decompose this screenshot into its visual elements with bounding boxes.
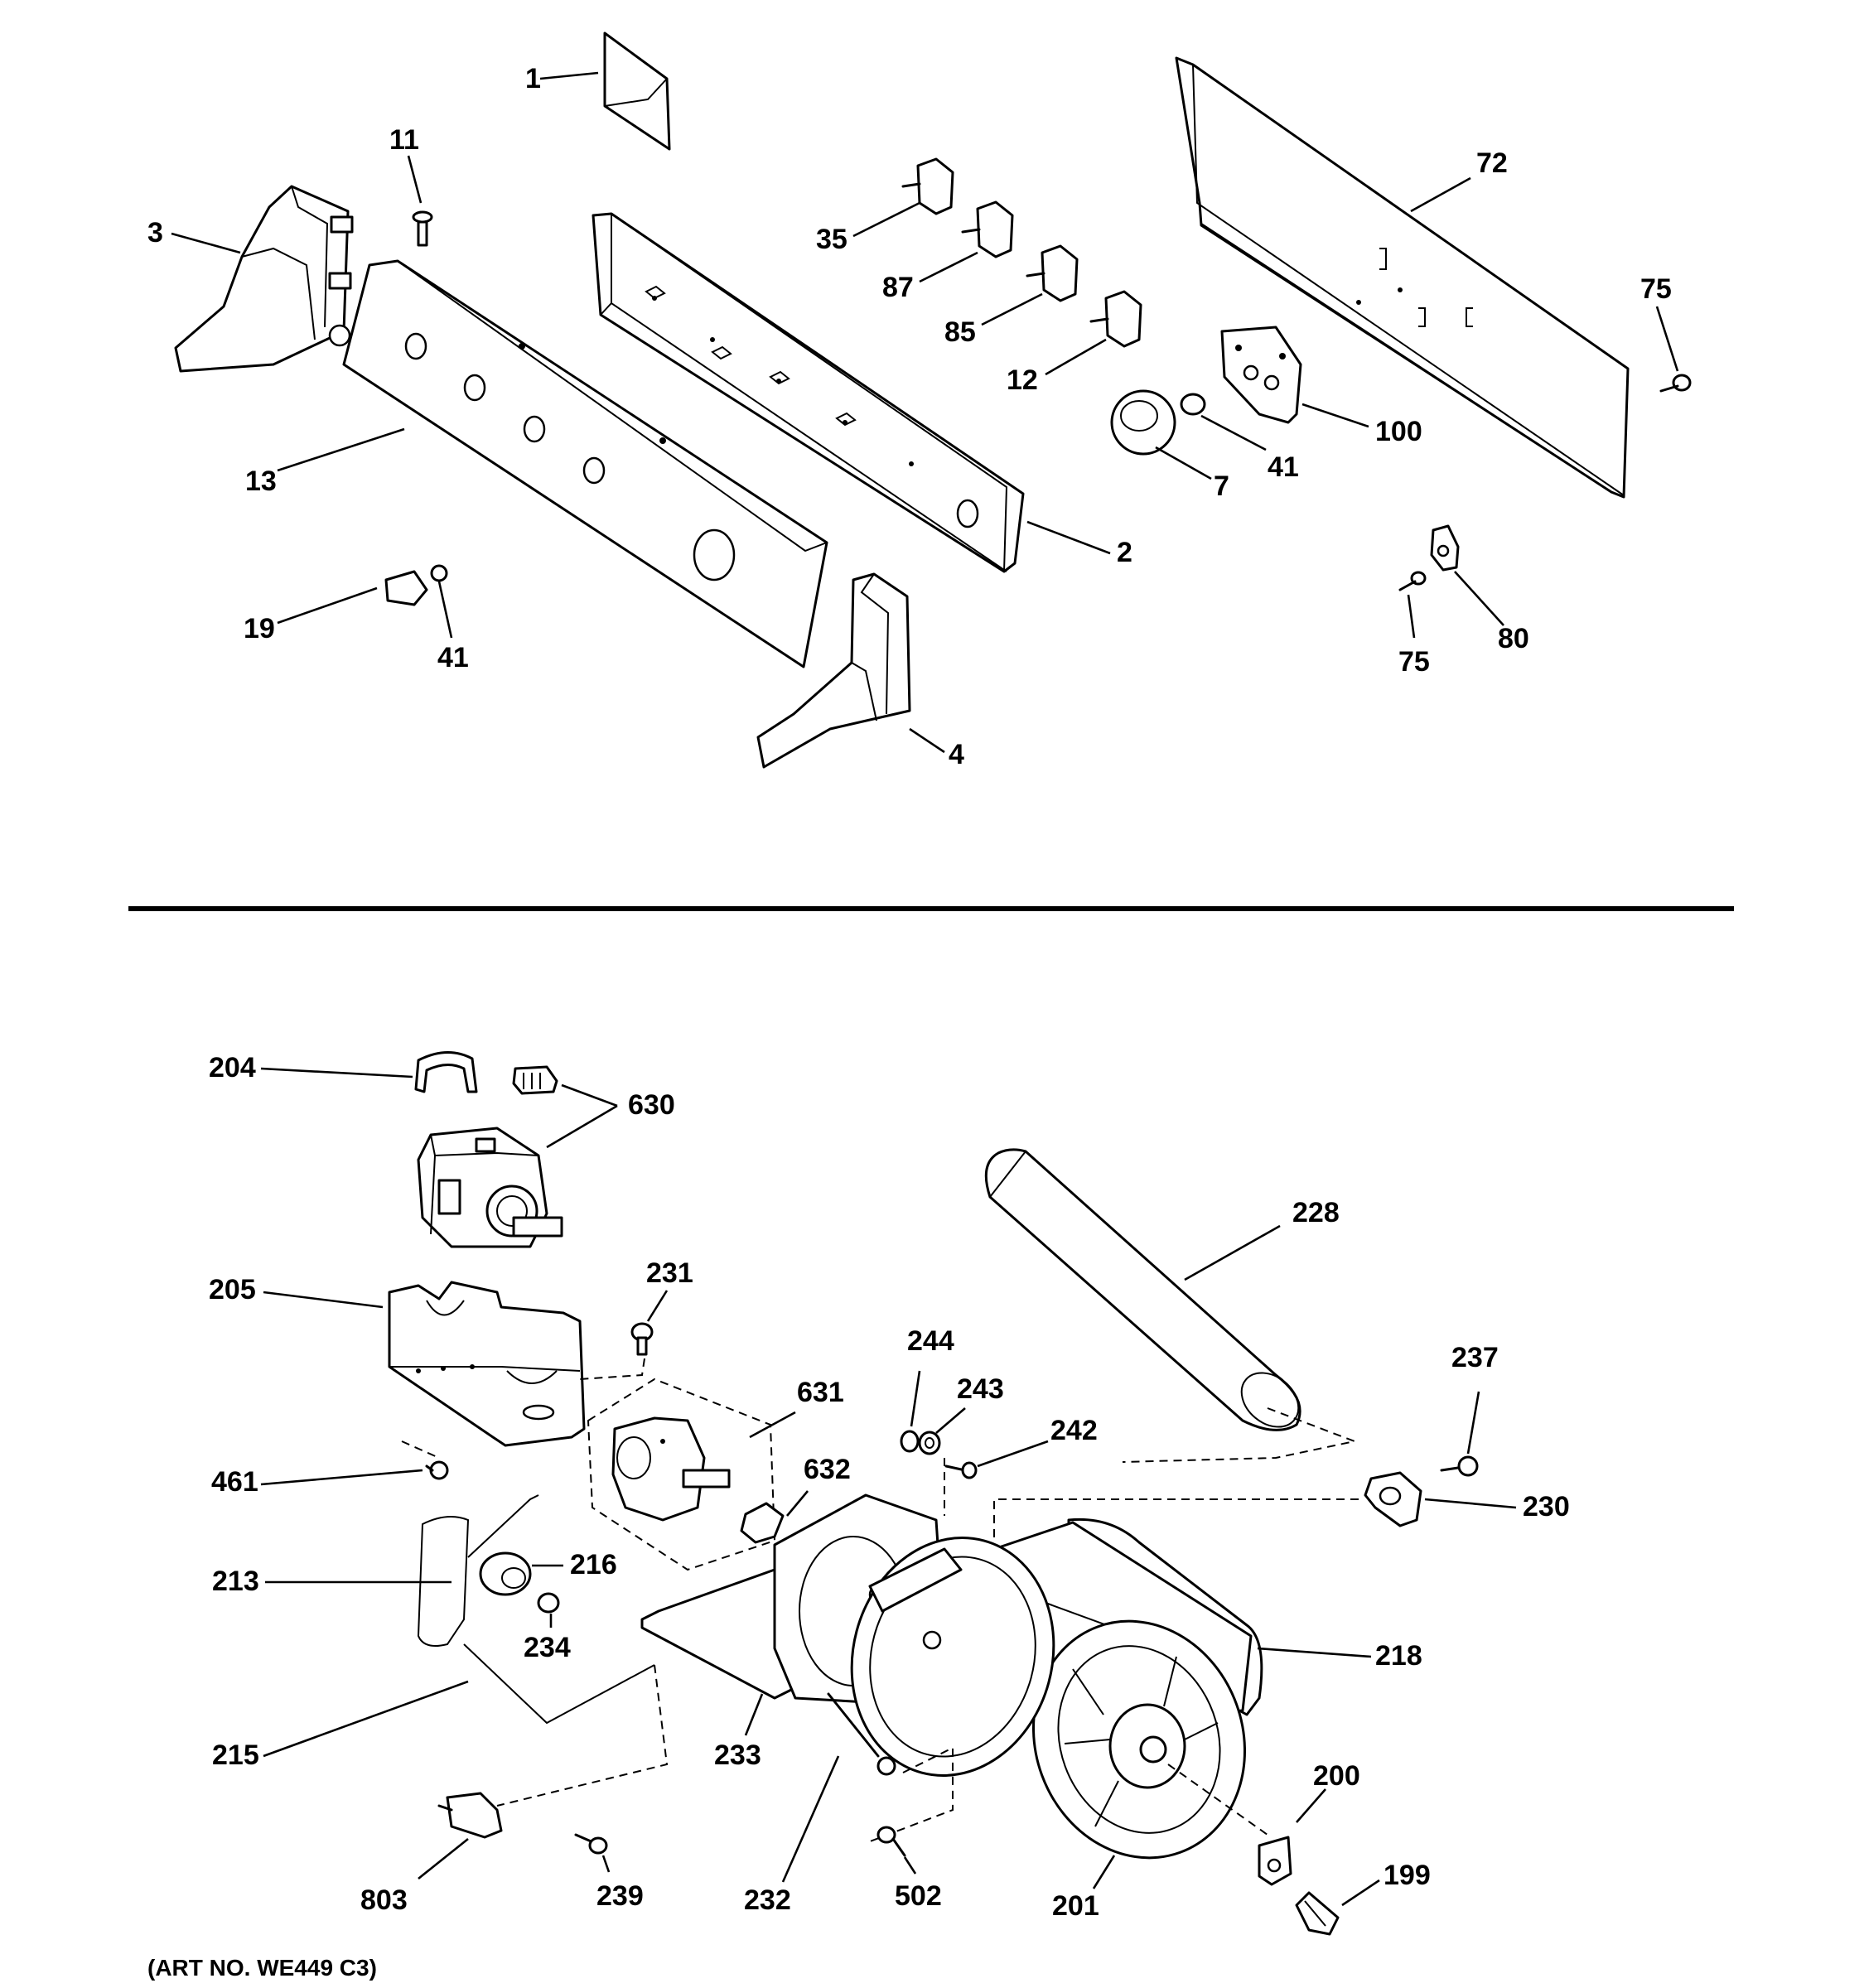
- part-234-pulley-nut: [537, 1592, 560, 1628]
- part-201-blower-wheel: [1031, 1619, 1268, 1889]
- label-80: 80: [1498, 623, 1529, 654]
- part-85-switch: [981, 244, 1079, 326]
- part-35-switch: [852, 157, 954, 238]
- part-13-control-panel: [277, 259, 828, 668]
- part-216-idler-pulley: [467, 1494, 563, 1596]
- label-502: 502: [895, 1880, 942, 1912]
- part-461-screw: [260, 1440, 449, 1486]
- label-41-left: 41: [437, 642, 469, 673]
- part-11-screw: [407, 155, 433, 247]
- label-3: 3: [147, 217, 163, 248]
- label-237: 237: [1451, 1342, 1499, 1373]
- part-228-duct: [984, 1148, 1358, 1463]
- bottom-section: 204 630 205 231 461 213 216 234 215 631 …: [147, 1050, 1570, 1981]
- label-461: 461: [211, 1466, 258, 1498]
- label-13: 13: [245, 466, 277, 497]
- art-number: (ART NO. WE449 C3): [147, 1955, 377, 1981]
- label-230: 230: [1523, 1491, 1570, 1522]
- part-632-sleeve: [740, 1490, 809, 1544]
- label-631: 631: [797, 1377, 844, 1408]
- label-19: 19: [244, 613, 275, 644]
- part-4-right-bracket: [756, 572, 945, 769]
- part-41-clip-left: [430, 564, 453, 639]
- part-204-strap: [260, 1050, 478, 1093]
- part-243-washer: [918, 1407, 966, 1455]
- label-87: 87: [882, 272, 914, 303]
- label-201: 201: [1052, 1890, 1099, 1922]
- label-216: 216: [570, 1549, 617, 1580]
- part-100-timer: [1220, 326, 1369, 428]
- part-803-switch: [418, 1792, 503, 1880]
- label-205: 205: [209, 1274, 256, 1305]
- label-72: 72: [1476, 147, 1508, 179]
- label-85: 85: [944, 316, 976, 348]
- section-divider: [128, 906, 1734, 911]
- part-242-screw: [944, 1440, 1049, 1516]
- part-80-clip: [1430, 524, 1504, 626]
- label-215: 215: [212, 1740, 259, 1771]
- label-233: 233: [714, 1740, 761, 1771]
- label-1: 1: [525, 63, 541, 94]
- part-232-rod: [781, 1692, 954, 1883]
- label-232: 232: [744, 1884, 791, 1916]
- label-4: 4: [949, 739, 964, 770]
- part-72-back-panel: [1175, 56, 1630, 499]
- label-200: 200: [1313, 1760, 1360, 1792]
- part-19-knob: [277, 570, 428, 625]
- top-section: 1 11 3 13 19 41 2 4 35 87 85 12 7 41 100…: [147, 31, 1692, 770]
- label-199: 199: [1384, 1860, 1431, 1891]
- part-239-screw: [574, 1833, 611, 1873]
- part-244-nut: [900, 1370, 921, 1453]
- label-11: 11: [389, 124, 419, 156]
- label-12: 12: [1007, 364, 1038, 396]
- part-213-belt: [265, 1516, 470, 1647]
- part-2-frame: [592, 212, 1111, 573]
- label-41-right: 41: [1268, 451, 1299, 483]
- label-75-upper: 75: [1640, 273, 1672, 305]
- part-7-knob: [1110, 389, 1212, 480]
- label-75-lower: 75: [1398, 646, 1430, 678]
- label-803: 803: [360, 1884, 408, 1916]
- label-630: 630: [628, 1089, 675, 1121]
- part-630-connector: [512, 1065, 618, 1149]
- label-239: 239: [596, 1880, 644, 1912]
- part-motor: [417, 1127, 563, 1248]
- part-215-spring: [263, 1643, 669, 1807]
- part-502-screw: [876, 1826, 917, 1875]
- label-243: 243: [957, 1373, 1004, 1405]
- label-228: 228: [1292, 1197, 1340, 1228]
- part-205-motor-bracket: [263, 1281, 586, 1447]
- label-231: 231: [646, 1257, 693, 1289]
- label-7: 7: [1214, 470, 1229, 502]
- label-204: 204: [209, 1052, 256, 1083]
- part-631-drive-motor: [587, 1378, 796, 1571]
- part-75-screw-lower: [1398, 571, 1427, 639]
- label-242: 242: [1050, 1415, 1098, 1446]
- label-35: 35: [816, 224, 847, 255]
- part-1-envelope: [539, 31, 671, 151]
- part-199-bolt: [1295, 1879, 1380, 1936]
- label-2: 2: [1117, 537, 1132, 568]
- part-12-switch: [1045, 290, 1142, 376]
- part-41-clip-right: [1180, 393, 1267, 451]
- part-200-clip: [1258, 1788, 1326, 1886]
- label-244: 244: [907, 1325, 954, 1357]
- label-632: 632: [804, 1454, 851, 1485]
- part-3-left-endcap: [171, 185, 354, 373]
- label-213: 213: [212, 1566, 259, 1597]
- part-87-switch: [919, 200, 1014, 283]
- label-218: 218: [1375, 1640, 1422, 1672]
- part-230-thermostat: [993, 1471, 1517, 1549]
- part-237-screw: [1440, 1391, 1480, 1477]
- part-231-screw: [579, 1290, 669, 1380]
- label-234: 234: [524, 1632, 571, 1663]
- part-front-housing-ring: [850, 1537, 1055, 1777]
- label-100: 100: [1375, 416, 1422, 447]
- part-75-screw-upper: [1655, 306, 1692, 393]
